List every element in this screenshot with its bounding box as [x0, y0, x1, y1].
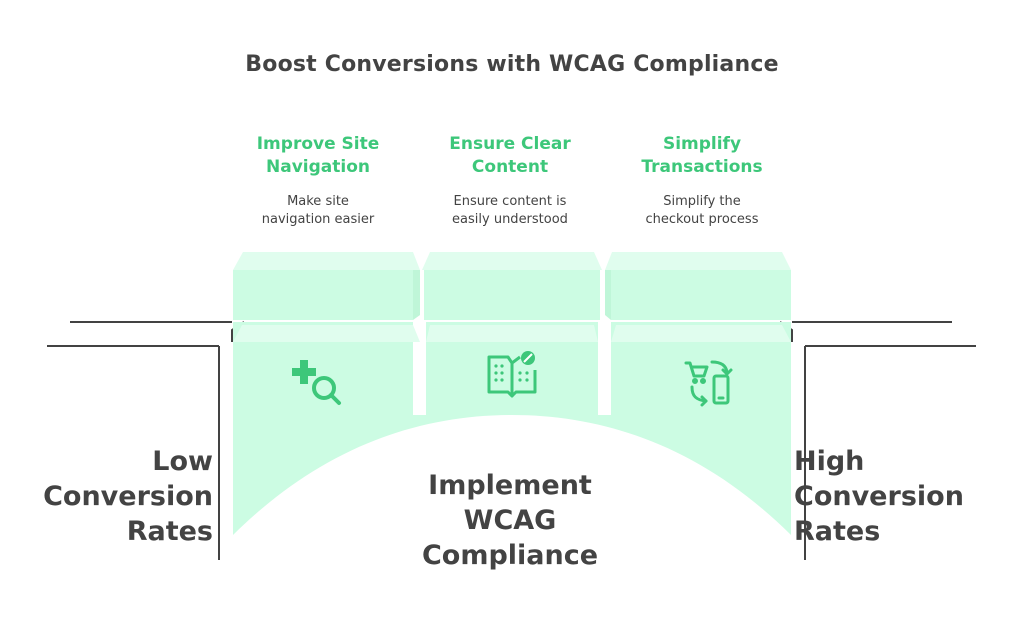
deck-block-1 — [233, 252, 420, 320]
diagram-title: Boost Conversions with WCAG Compliance — [245, 52, 779, 77]
step-2-title: Ensure Clear Content — [449, 134, 571, 177]
braille-book-icon — [487, 351, 537, 398]
cart-phone-sync-icon — [684, 360, 733, 407]
step-1-description: Make site navigation easier — [261, 194, 375, 227]
step-3-description: Simplify the checkout process — [645, 194, 759, 227]
right-cliff — [779, 321, 976, 560]
deck-block-2 — [422, 252, 602, 320]
step-2-description: Ensure content is easily understood — [452, 194, 568, 227]
step-1-title: Improve Site Navigation — [256, 134, 380, 177]
arch-block-tops — [233, 325, 791, 342]
bridge-arch — [233, 322, 791, 535]
arch-block-separators — [413, 322, 611, 415]
low-conversion-label: Low Conversion Rates — [43, 446, 213, 547]
add-search-icon — [292, 360, 341, 405]
high-conversion-label: High Conversion Rates — [794, 446, 964, 547]
step-3-title: Simplify Transactions — [641, 134, 763, 177]
left-cliff — [47, 321, 245, 560]
deck-block-3 — [605, 252, 791, 320]
implement-wcag-label: Implement WCAG Compliance — [421, 470, 599, 571]
